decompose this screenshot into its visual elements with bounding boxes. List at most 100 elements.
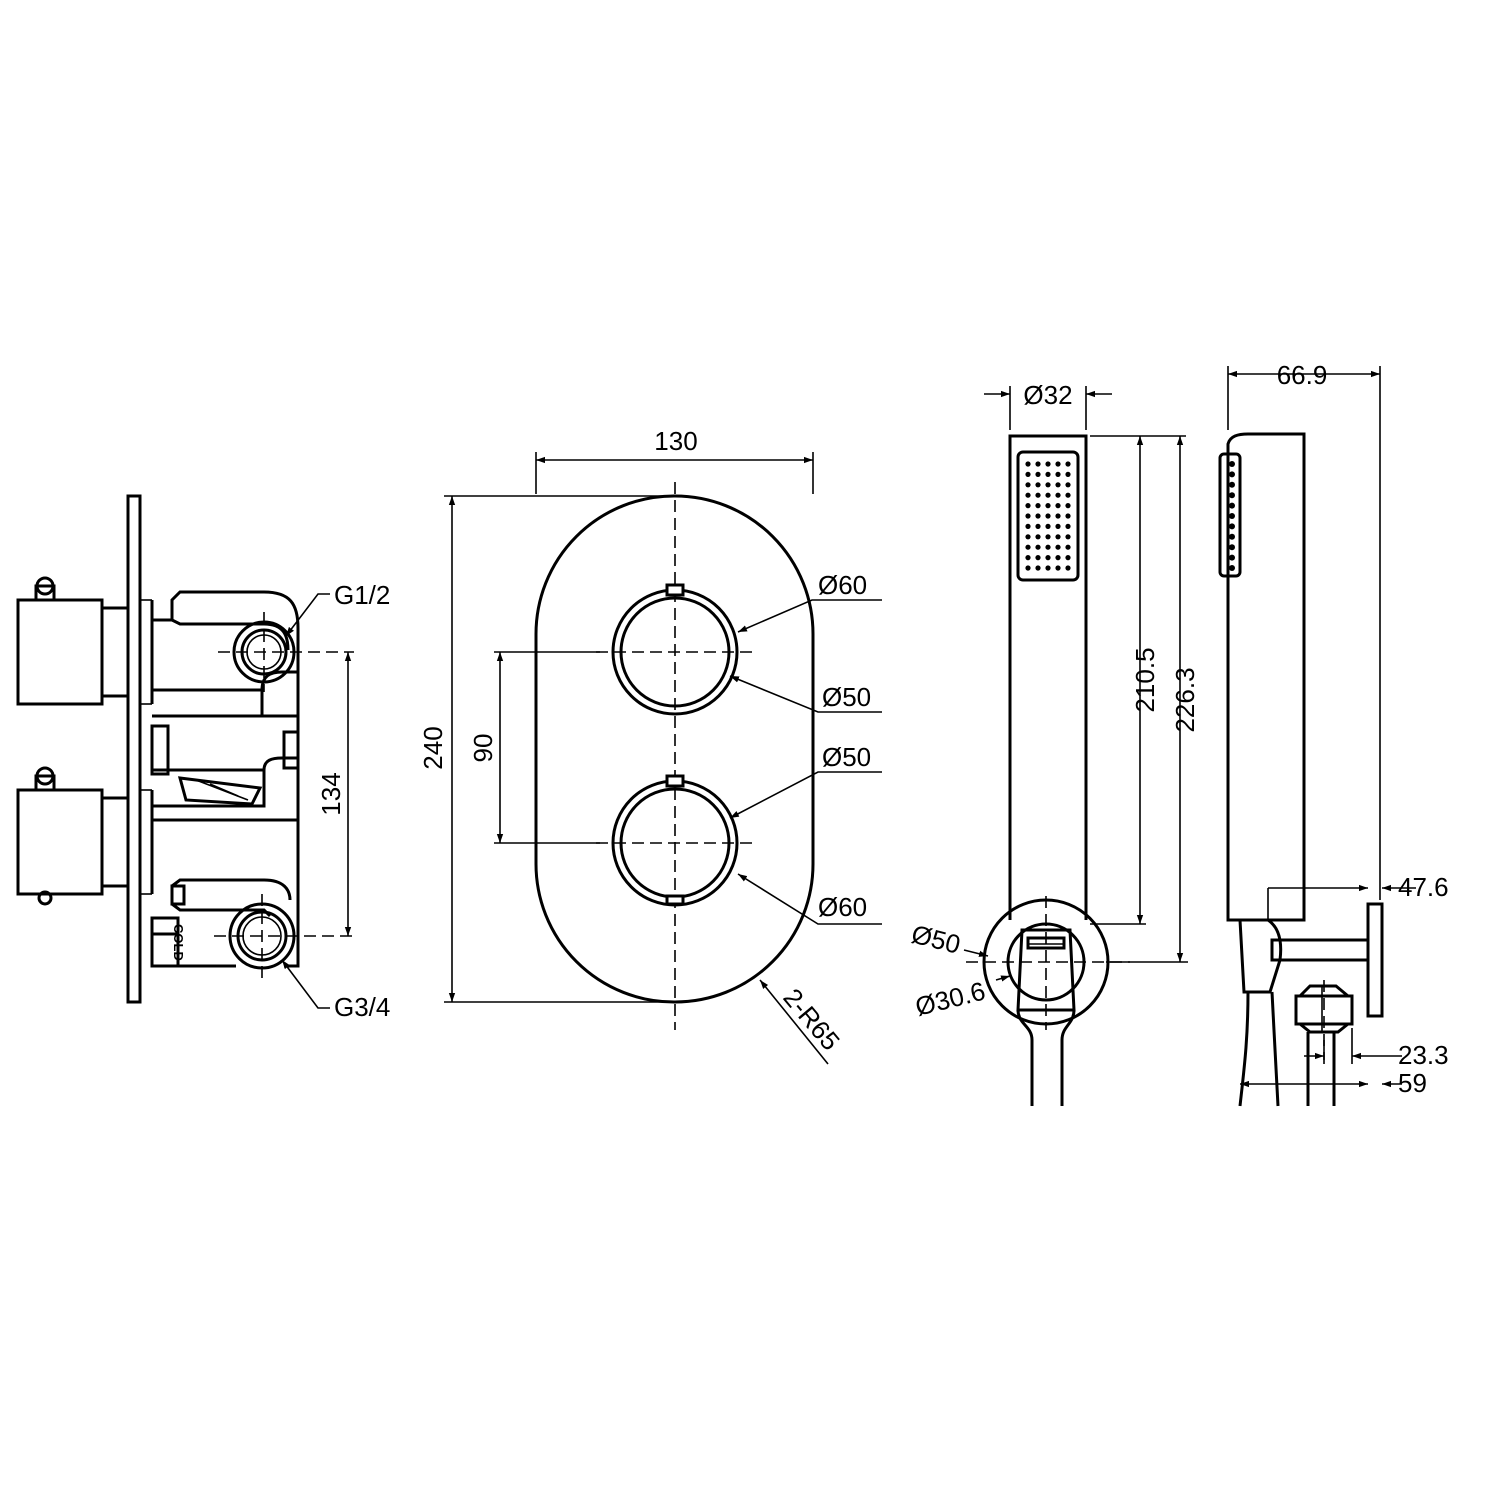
dim-130-label: 130 — [654, 426, 697, 456]
spray-nozzle — [1065, 503, 1071, 509]
g12-label: G1/2 — [334, 580, 390, 610]
dim-2263-label: 226.3 — [1170, 667, 1200, 732]
dim-669-label: 66.9 — [1277, 360, 1328, 390]
spray-face-front — [1016, 450, 1080, 582]
leader-upper-o50 — [729, 675, 882, 713]
spray-nozzle — [1035, 513, 1041, 519]
spray-nozzle — [1035, 461, 1041, 467]
hand-shower-front-view: Ø32 210.5 226.3 Ø50 Ø30.6 — [909, 380, 1200, 1106]
spray-nozzle — [1045, 523, 1051, 530]
g34-label: G3/4 — [334, 992, 390, 1022]
spray-nozzle — [1035, 471, 1041, 477]
valve-side-view: COLD 134 G1/2 G3/4 — [16, 494, 390, 1022]
shower-handle-side — [1226, 432, 1306, 922]
dim-2105-label: 210.5 — [1130, 647, 1160, 712]
spray-nozzle — [1025, 513, 1031, 519]
o32-label: Ø32 — [1023, 380, 1072, 410]
spray-nozzle — [1045, 544, 1051, 550]
spray-nozzle — [1065, 544, 1071, 550]
spray-nozzle — [1055, 513, 1061, 519]
spray-nozzle — [1055, 565, 1061, 571]
spray-nozzle-side — [1229, 544, 1235, 551]
leader-lower-o50 — [729, 771, 882, 819]
spray-nozzle — [1045, 513, 1051, 519]
dim-90-label: 90 — [468, 734, 498, 763]
spray-nozzle — [1055, 482, 1061, 488]
spray-nozzle — [1025, 492, 1031, 498]
spray-nozzle — [1055, 523, 1061, 530]
spray-nozzle-side — [1229, 523, 1235, 530]
spray-nozzle-side — [1229, 461, 1235, 467]
spray-nozzle — [1035, 482, 1041, 488]
leader-upper-o60 — [737, 599, 882, 633]
lower-o60-label: Ø60 — [818, 892, 867, 922]
spray-nozzle — [1035, 555, 1041, 561]
spray-nozzle — [1055, 471, 1061, 477]
spray-nozzle — [1035, 492, 1041, 498]
wall-flange-side — [1366, 902, 1384, 1018]
spray-nozzles-front — [1025, 461, 1071, 571]
spray-nozzle — [1035, 544, 1041, 550]
spray-nozzle — [1065, 555, 1071, 561]
holder-o306-label: Ø30.6 — [912, 976, 988, 1022]
leader-lower-o60 — [737, 873, 882, 925]
valve-body — [150, 590, 300, 968]
upper-handle-front — [596, 583, 754, 716]
dim-233-label: 23.3 — [1398, 1040, 1449, 1070]
hand-shower-side-view: 66.9 47.6 23.3 59 — [1218, 360, 1449, 1107]
spray-nozzle — [1065, 534, 1071, 540]
spray-nozzle — [1025, 523, 1031, 530]
spray-nozzle-side — [1229, 513, 1235, 519]
spray-nozzle — [1045, 492, 1051, 498]
leader-r65 — [759, 979, 829, 1065]
spray-face-side — [1218, 452, 1242, 578]
spray-nozzle — [1065, 513, 1071, 519]
upper-o60-label: Ø60 — [818, 570, 867, 600]
spray-nozzle — [1065, 471, 1071, 477]
spray-nozzle — [1025, 503, 1031, 509]
cold-stamp: COLD — [171, 924, 186, 961]
spray-nozzle-side — [1229, 481, 1235, 488]
wall-plate — [126, 494, 142, 1004]
spray-nozzle — [1065, 565, 1071, 571]
spray-nozzle — [1045, 534, 1051, 540]
spray-nozzle — [1035, 565, 1041, 571]
upper-handle — [16, 576, 154, 706]
spray-nozzle — [1065, 461, 1071, 467]
spray-nozzle-side — [1229, 471, 1235, 478]
lower-handle-front — [596, 774, 754, 907]
upper-o50-label: Ø50 — [822, 682, 871, 712]
spray-nozzle — [1025, 471, 1031, 477]
spray-nozzle — [1035, 503, 1041, 509]
g34-leader — [281, 959, 330, 1009]
spray-nozzle-side — [1229, 533, 1235, 540]
spray-nozzle — [1025, 482, 1031, 488]
shower-handle-front — [1008, 434, 1088, 920]
spray-nozzle-side — [1229, 554, 1235, 561]
g12-leader — [285, 593, 330, 637]
spray-nozzle — [1025, 534, 1031, 540]
spray-nozzle — [1025, 555, 1031, 561]
dim-240-label: 240 — [418, 726, 448, 769]
upper-port — [218, 612, 354, 692]
spray-nozzle — [1045, 461, 1051, 467]
holder-o50-label: Ø50 — [909, 919, 964, 960]
spray-nozzle — [1045, 503, 1051, 509]
spray-nozzle-side — [1229, 502, 1235, 509]
spray-nozzle — [1025, 461, 1031, 467]
spray-nozzles-side — [1229, 461, 1235, 571]
spray-nozzle — [1035, 534, 1041, 540]
spray-nozzle — [1055, 544, 1061, 550]
spray-nozzle — [1065, 523, 1071, 530]
spray-nozzle — [1055, 461, 1061, 467]
spray-nozzle — [1045, 482, 1051, 488]
spray-nozzle — [1065, 482, 1071, 488]
spray-nozzle — [1055, 555, 1061, 561]
lower-handle — [16, 766, 154, 906]
spray-nozzle — [1025, 544, 1031, 550]
lower-port — [214, 894, 354, 978]
spray-nozzle — [1055, 534, 1061, 540]
spray-nozzle — [1055, 492, 1061, 498]
spray-nozzle — [1045, 471, 1051, 477]
